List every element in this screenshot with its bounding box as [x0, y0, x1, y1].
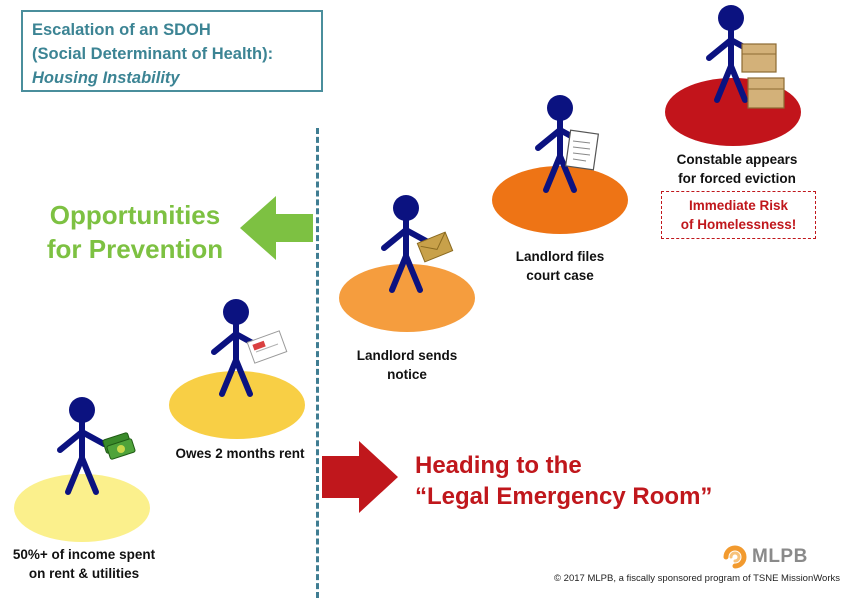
risk-line-1: Immediate Risk [688, 198, 789, 213]
document-icon [564, 129, 600, 171]
title-line-1: Escalation of an SDOH [32, 21, 211, 39]
stage-5-line-1: Constable appears [676, 152, 798, 167]
platform-1 [14, 474, 150, 542]
platform-2 [169, 371, 305, 439]
title-line-3: Housing Instability [32, 69, 180, 87]
copyright-text: © 2017 MLPB, a fiscally sponsored progra… [554, 573, 840, 584]
stage-4-line-1: Landlord files [515, 249, 605, 264]
prevention-line-2: for Prevention [46, 234, 224, 264]
stage-2-caption: Owes 2 months rent [166, 444, 314, 463]
heading-block: Heading to the “Legal Emergency Room” [415, 450, 712, 512]
person-icon-3 [381, 195, 431, 293]
risk-box: Immediate Risk of Homelessness! [661, 191, 816, 239]
stage-1-caption: 50%+ of income spent on rent & utilities [10, 545, 158, 583]
prevention-line-1: Opportunities [49, 200, 221, 230]
heading-line-2: “Legal Emergency Room” [415, 483, 713, 510]
person-icon-1 [57, 397, 107, 495]
logo: MLPB [722, 544, 808, 570]
stage-2-line-1: Owes 2 months rent [175, 446, 305, 461]
mlpb-logo-icon [723, 545, 747, 569]
prevention-arrow-icon [240, 196, 313, 260]
boxes-icon [741, 43, 785, 109]
money-icon [102, 432, 136, 460]
stage-1-line-1: 50%+ of income spent [12, 547, 156, 562]
stage-5-caption: Constable appears for forced eviction [657, 150, 817, 188]
stage-1-line-2: on rent & utilities [28, 566, 140, 581]
envelope-icon [416, 231, 454, 263]
platform-4 [492, 166, 628, 234]
heading-line-1: Heading to the [415, 452, 582, 479]
platform-3 [339, 264, 475, 332]
title-box: Escalation of an SDOH (Social Determinan… [21, 10, 323, 92]
divider-line [316, 128, 319, 598]
emergency-arrow-icon [322, 441, 398, 513]
stage-3-line-1: Landlord sends [356, 348, 458, 363]
stage-5-line-2: for forced eviction [678, 171, 796, 186]
risk-line-2: of Homelessness! [680, 217, 797, 232]
title-line-2: (Social Determinant of Health): [32, 45, 274, 63]
stage-4-line-2: court case [526, 268, 594, 283]
bill-envelope-icon [246, 330, 288, 364]
stage-3-line-2: notice [387, 367, 427, 382]
logo-text: MLPB [752, 546, 808, 567]
stage-3-caption: Landlord sends notice [333, 346, 481, 384]
stage-4-caption: Landlord files court case [486, 247, 634, 285]
